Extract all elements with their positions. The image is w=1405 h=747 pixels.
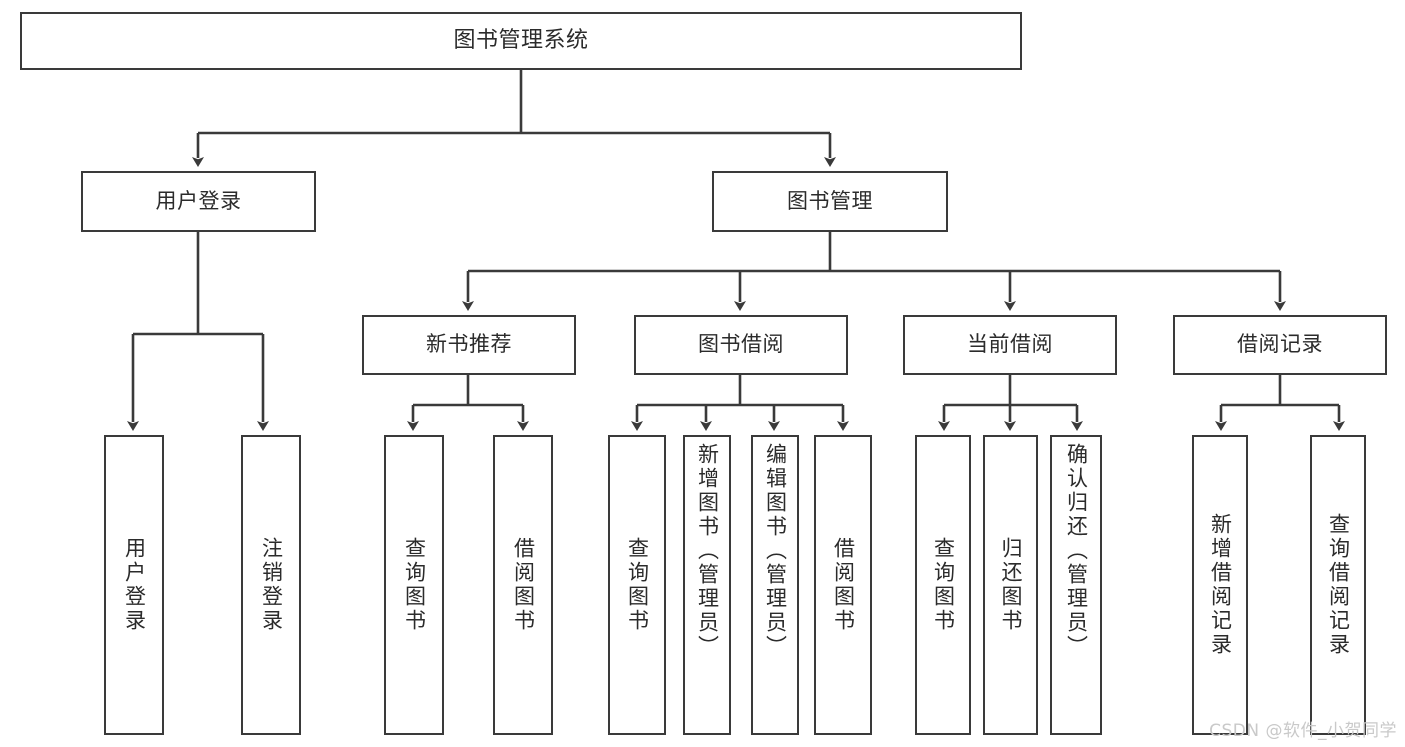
node-root-label: 图书管理系统	[453, 27, 589, 53]
leaf-borrow-book-recommend[interactable]: 借阅图书	[493, 435, 553, 735]
leaf-confirm-return-admin[interactable]: 确认归还（管理员）	[1050, 435, 1102, 735]
leaf-add-borrow-record-label: 新增借阅记录	[1208, 513, 1233, 657]
leaf-query-book-borrow-label: 查询图书	[625, 537, 650, 633]
leaf-edit-book-admin[interactable]: 编辑图书（管理员）	[751, 435, 799, 735]
leaf-user-login[interactable]: 用户登录	[104, 435, 164, 735]
node-book-borrow[interactable]: 图书借阅	[634, 315, 848, 375]
node-book-management-label: 图书管理	[787, 188, 873, 213]
node-new-book-recommend-label: 新书推荐	[426, 332, 512, 357]
leaf-logout[interactable]: 注销登录	[241, 435, 301, 735]
leaf-query-book-current[interactable]: 查询图书	[915, 435, 971, 735]
leaf-query-book-current-label: 查询图书	[931, 537, 956, 633]
node-book-borrow-label: 图书借阅	[698, 332, 784, 357]
leaf-add-borrow-record[interactable]: 新增借阅记录	[1192, 435, 1248, 735]
node-user-login-label: 用户登录	[155, 188, 242, 213]
leaf-confirm-return-admin-label: 确认归还（管理员）	[1064, 443, 1089, 659]
node-borrow-record[interactable]: 借阅记录	[1173, 315, 1387, 375]
node-user-login[interactable]: 用户登录	[81, 171, 316, 232]
leaf-user-login-label: 用户登录	[122, 537, 147, 633]
leaf-borrow-book-recommend-label: 借阅图书	[511, 537, 536, 633]
leaf-add-book-admin[interactable]: 新增图书（管理员）	[683, 435, 731, 735]
leaf-query-book-recommend-label: 查询图书	[402, 537, 427, 633]
leaf-borrow-book-borrow-label: 借阅图书	[831, 537, 856, 633]
leaf-add-book-admin-label: 新增图书（管理员）	[695, 443, 720, 659]
leaf-query-borrow-record[interactable]: 查询借阅记录	[1310, 435, 1366, 735]
node-root[interactable]: 图书管理系统	[20, 12, 1022, 70]
leaf-return-book-label: 归还图书	[999, 537, 1023, 633]
leaf-query-book-recommend[interactable]: 查询图书	[384, 435, 444, 735]
node-book-management[interactable]: 图书管理	[712, 171, 948, 232]
leaf-query-borrow-record-label: 查询借阅记录	[1326, 513, 1351, 657]
node-current-borrow[interactable]: 当前借阅	[903, 315, 1117, 375]
node-borrow-record-label: 借阅记录	[1237, 332, 1323, 357]
leaf-return-book[interactable]: 归还图书	[983, 435, 1038, 735]
node-new-book-recommend[interactable]: 新书推荐	[362, 315, 576, 375]
watermark: CSDN @软件_小贺同学	[1209, 721, 1397, 741]
node-current-borrow-label: 当前借阅	[967, 332, 1053, 357]
leaf-edit-book-admin-label: 编辑图书（管理员）	[763, 443, 788, 659]
leaf-borrow-book-borrow[interactable]: 借阅图书	[814, 435, 872, 735]
leaf-logout-label: 注销登录	[259, 537, 284, 633]
leaf-query-book-borrow[interactable]: 查询图书	[608, 435, 666, 735]
